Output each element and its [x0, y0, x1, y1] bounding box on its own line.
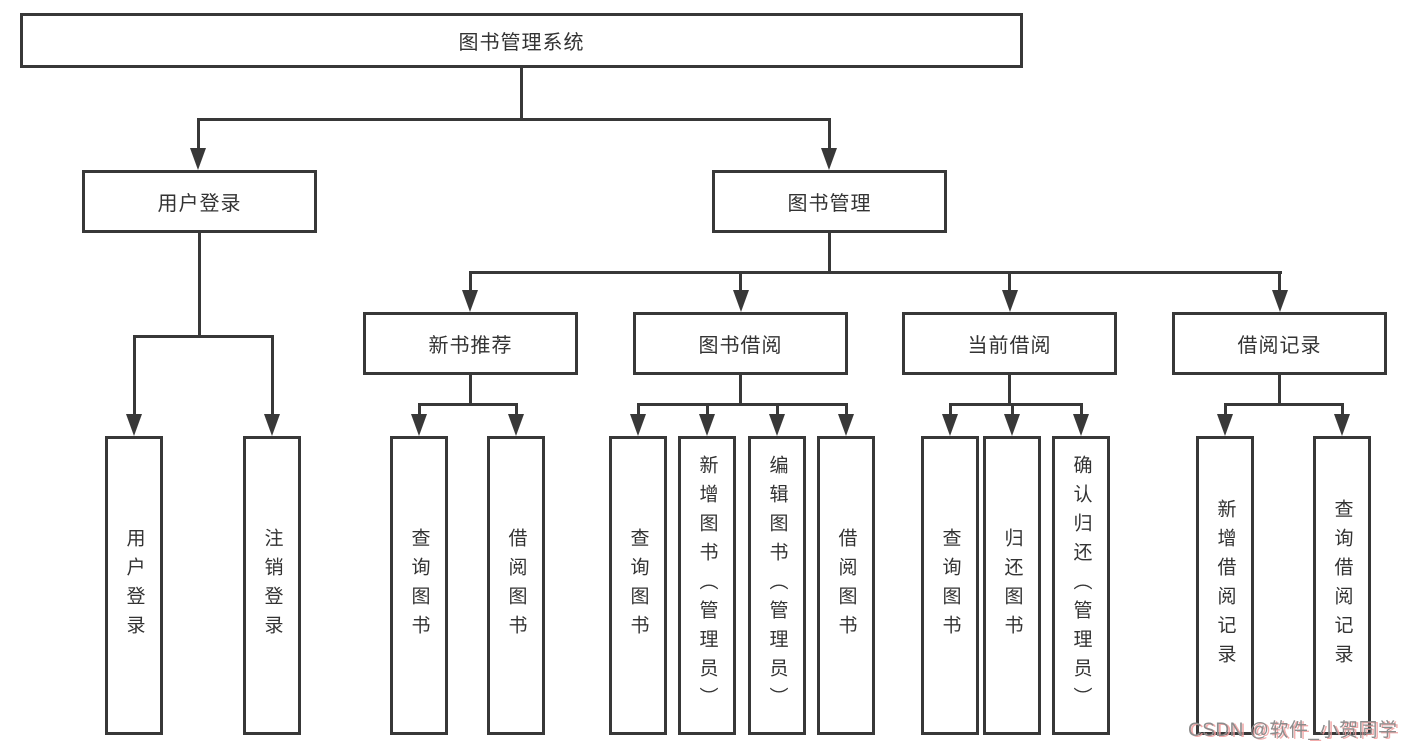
- node-current-borrow: 当前借阅: [902, 312, 1117, 375]
- connector-line: [520, 66, 523, 119]
- watermark: CSDN @软件_小贺同学: [1188, 720, 1398, 741]
- connector-line: [1008, 374, 1011, 406]
- connector-line: [196, 118, 831, 121]
- arrow-down-icon: [821, 148, 837, 170]
- leaf-query-books-recommend: 查询图书: [390, 436, 448, 735]
- arrow-down-icon: [411, 414, 427, 436]
- connector-line: [196, 118, 200, 152]
- connector-line: [468, 374, 472, 406]
- arrow-down-icon: [1001, 290, 1018, 312]
- arrow-down-icon: [1334, 414, 1350, 436]
- connector-line: [198, 233, 201, 337]
- connector-line: [132, 335, 136, 418]
- connector-line: [417, 403, 518, 406]
- leaf-confirm-return-admin: 确认归还（管理员）: [1052, 436, 1110, 735]
- arrow-down-icon: [838, 414, 854, 436]
- node-root-library-system: 图书管理系统: [20, 13, 1023, 68]
- leaf-query-borrow-record: 查询借阅记录: [1313, 436, 1371, 735]
- connector-line: [948, 403, 1083, 406]
- arrow-down-icon: [699, 414, 715, 436]
- arrow-down-icon: [1271, 290, 1288, 312]
- arrow-down-icon: [264, 414, 280, 436]
- connector-line: [1008, 271, 1011, 295]
- connector-line: [417, 403, 421, 417]
- arrow-down-icon: [508, 414, 524, 436]
- arrow-down-icon: [769, 414, 785, 436]
- leaf-borrow-books-recommend: 借阅图书: [487, 436, 545, 735]
- connector-line: [948, 403, 952, 417]
- connector-line: [705, 403, 709, 417]
- connector-line: [844, 403, 848, 417]
- connector-line: [739, 271, 742, 295]
- node-borrow-records: 借阅记录: [1172, 312, 1387, 375]
- leaf-return-book: 归还图书: [983, 436, 1041, 735]
- leaf-edit-book-admin: 编辑图书（管理员）: [748, 436, 806, 735]
- arrow-down-icon: [1073, 414, 1089, 436]
- connector-line: [636, 403, 640, 417]
- node-book-management: 图书管理: [712, 170, 947, 233]
- arrow-down-icon: [1004, 414, 1020, 436]
- arrow-down-icon: [1217, 414, 1233, 436]
- connector-line: [1079, 403, 1083, 417]
- connector-line: [514, 403, 518, 417]
- connector-line: [1340, 403, 1344, 417]
- leaf-user-login: 用户登录: [105, 436, 163, 735]
- arrow-down-icon: [732, 290, 749, 312]
- connector-line: [827, 118, 831, 152]
- leaf-query-books-borrow: 查询图书: [609, 436, 667, 735]
- connector-line: [270, 335, 274, 418]
- connector-line: [1223, 403, 1344, 406]
- node-user-login: 用户登录: [82, 170, 317, 233]
- leaf-add-borrow-record: 新增借阅记录: [1196, 436, 1254, 735]
- node-book-borrow: 图书借阅: [633, 312, 848, 375]
- connector-line: [739, 374, 742, 406]
- arrow-down-icon: [630, 414, 646, 436]
- connector-line: [1278, 374, 1281, 406]
- arrow-down-icon: [942, 414, 958, 436]
- connector-line: [1010, 403, 1014, 417]
- connector-line: [636, 403, 848, 406]
- leaf-logout: 注销登录: [243, 436, 301, 735]
- arrow-down-icon: [126, 414, 142, 436]
- connector-line: [775, 403, 779, 417]
- node-new-book-recommend: 新书推荐: [363, 312, 578, 375]
- connector-line: [1278, 271, 1281, 295]
- arrow-down-icon: [190, 148, 206, 170]
- connector-line: [132, 335, 274, 338]
- leaf-query-books-current: 查询图书: [921, 436, 979, 735]
- connector-line: [468, 271, 1282, 274]
- connector-line: [1223, 403, 1227, 417]
- connector-line: [828, 233, 831, 274]
- leaf-add-book-admin: 新增图书（管理员）: [678, 436, 736, 735]
- leaf-borrow-books: 借阅图书: [817, 436, 875, 735]
- connector-line: [468, 271, 472, 295]
- arrow-down-icon: [462, 290, 478, 312]
